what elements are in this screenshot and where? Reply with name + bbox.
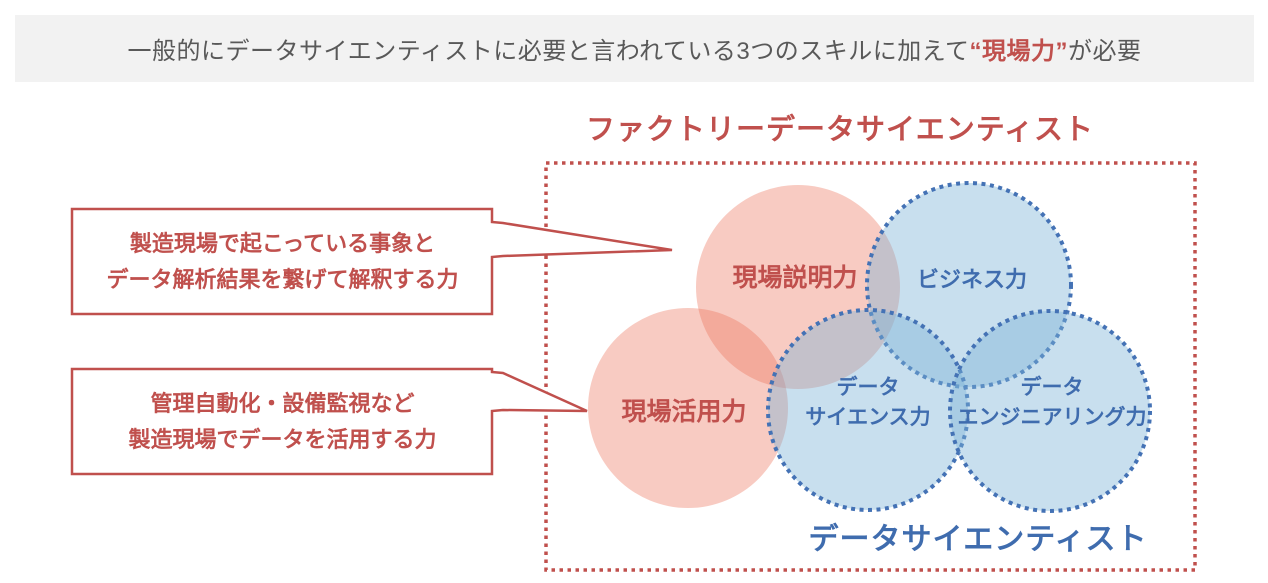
callout-interpretation-line1: 製造現場で起こっている事象と	[129, 230, 436, 256]
factory-data-scientist-title: ファクトリーデータサイエンティスト	[586, 114, 1094, 146]
callout-utilization: 管理自動化・設備監視など 製造現場でデータを活用する力	[72, 369, 493, 474]
callout-utilization-line2: 製造現場でデータを活用する力	[128, 426, 437, 452]
circle-business	[865, 181, 1073, 389]
callout-utilization-line1: 管理自動化・設備監視など	[150, 390, 415, 416]
label-field-utilization: 現場活用力	[621, 398, 747, 426]
label-data-engineering: データ エンジニアリング力	[958, 373, 1147, 433]
circle-field-explanation	[696, 185, 900, 389]
header-text-prefix: 一般的にデータサイエンティストに必要と言われている3つのスキルに加えて	[127, 38, 970, 65]
circle-data-science	[766, 308, 970, 512]
label-field-explanation: 現場説明力	[732, 264, 858, 292]
callout-interpretation-line2: データ解析結果を繋げて解釈する力	[106, 266, 459, 292]
label-data-science-line1: データ	[836, 376, 900, 399]
label-data-science: データ サイエンス力	[805, 373, 930, 433]
label-data-engineering-line2: エンジニアリング力	[957, 406, 1147, 429]
callout-box-utilization	[70, 367, 588, 476]
label-data-science-line2: サイエンス力	[805, 406, 931, 429]
circle-field-utilization	[588, 308, 788, 508]
callout-interpretation: 製造現場で起こっている事象と データ解析結果を繋げて解釈する力	[72, 209, 493, 314]
header-text-suffix: が必要	[1068, 38, 1142, 65]
label-data-engineering-line1: データ	[1020, 376, 1084, 399]
callout-box-interpretation	[70, 207, 673, 316]
header-text-highlight: “現場力”	[969, 38, 1069, 65]
label-business: ビジネス力	[916, 267, 1028, 292]
circle-data-engineering	[948, 309, 1152, 513]
header-banner: 一般的にデータサイエンティストに必要と言われている3つのスキルに加えて“現場力”…	[15, 15, 1254, 82]
data-scientist-group-label: データサイエンティスト	[808, 523, 1148, 556]
